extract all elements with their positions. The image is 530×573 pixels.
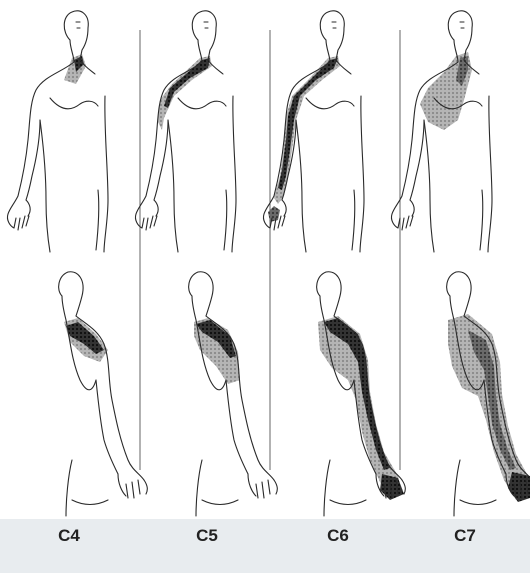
panel-c7-back [447, 272, 530, 516]
panel-c4-back [59, 272, 148, 516]
panel-c6-back [317, 272, 406, 516]
body-outline-front [391, 11, 492, 252]
panel-c5-back [189, 272, 278, 516]
column-label-c7: C7 [420, 526, 510, 546]
panel-c5-front [135, 11, 236, 252]
dermatome-shading [64, 54, 86, 84]
column-label-c5: C5 [162, 526, 252, 546]
dermatome-shading [448, 314, 530, 500]
body-outline-back [59, 272, 148, 516]
panel-c6-front [263, 11, 364, 252]
panel-c4-front [7, 11, 108, 252]
body-outline-front [7, 11, 108, 252]
column-label-c4: C4 [24, 526, 114, 546]
panel-c7-front [391, 11, 492, 252]
column-label-c6: C6 [293, 526, 383, 546]
body-outline-front [135, 11, 236, 252]
body-outline-back [189, 272, 278, 516]
